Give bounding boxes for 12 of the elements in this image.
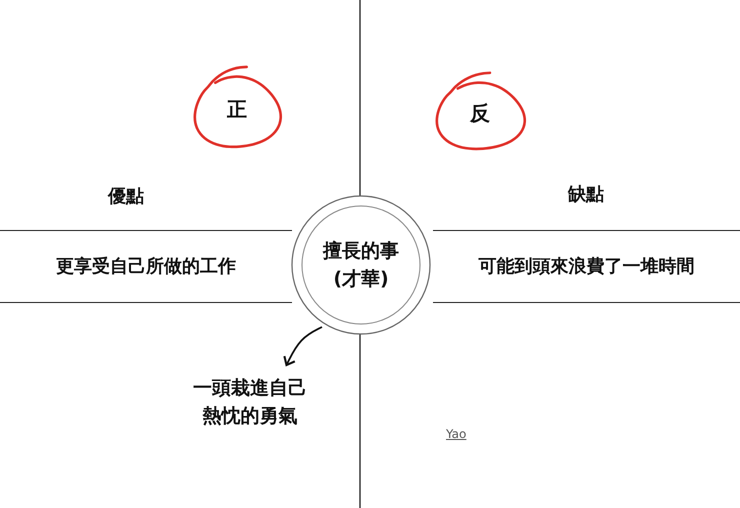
- curved-arrow: [283, 326, 322, 366]
- band-text: 更享受自己所做的工作: [56, 255, 236, 279]
- circled-label: 反: [470, 100, 490, 127]
- band-text: 可能到頭來浪費了一堆時間: [478, 255, 694, 279]
- heading-label: 缺點: [568, 183, 604, 206]
- heading-label: 優點: [108, 185, 144, 208]
- circled-label: 正: [227, 96, 247, 123]
- band-row: [0, 230, 292, 303]
- signature-text: Yao: [446, 427, 466, 441]
- circle-label: 擅長的事(才華): [322, 238, 400, 292]
- caption-text: 一頭栽進自己熱忱的勇氣: [192, 376, 308, 429]
- band-row: [433, 230, 740, 303]
